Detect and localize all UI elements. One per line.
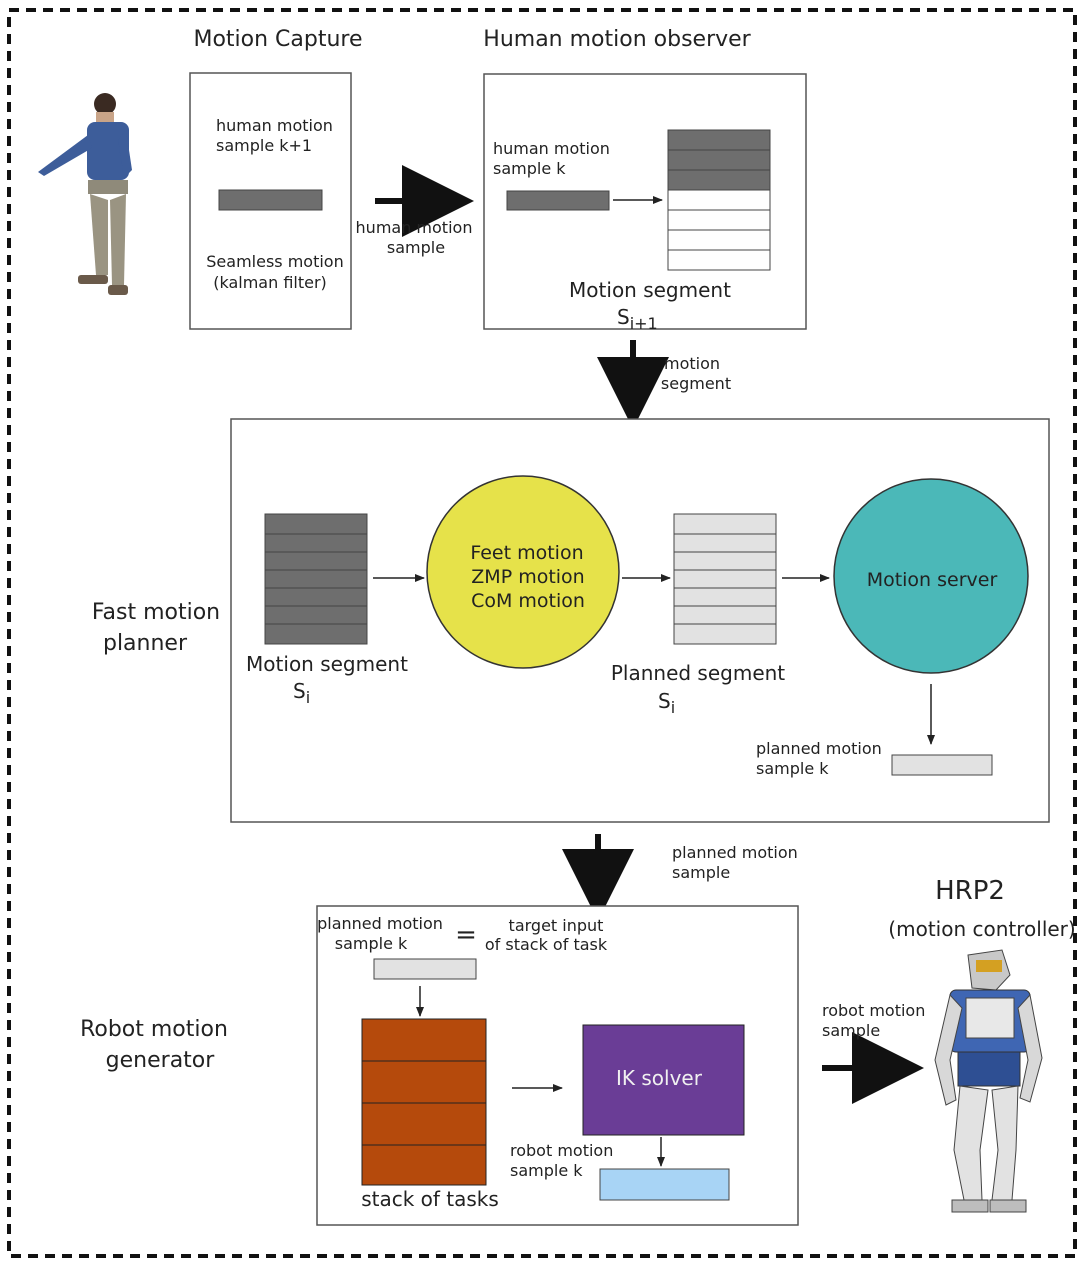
obs-sample-label-2: sample k <box>493 159 566 178</box>
arrow-planned-label-2: sample <box>672 863 730 882</box>
planner-output-stack <box>673 513 777 645</box>
planner-circle-line-2: ZMP motion <box>471 566 584 588</box>
generator-title-1: Robot motion <box>80 1017 228 1042</box>
planner-title-2: planner <box>103 631 188 656</box>
motion-capture-title: Motion Capture <box>193 27 362 52</box>
stack-of-tasks <box>361 1018 487 1186</box>
ik-solver-label: IK solver <box>616 1066 703 1090</box>
generator-title-2: generator <box>106 1048 216 1073</box>
obs-sample-bar <box>506 190 610 211</box>
observer-title: Human motion observer <box>483 27 751 52</box>
obs-segment-label: Motion segment <box>569 278 731 302</box>
mc-sample-label-1: human motion <box>216 116 333 135</box>
mc-filter-label-2: (kalman filter) <box>213 273 327 292</box>
stack-of-tasks-label: stack of tasks <box>361 1187 499 1211</box>
robot-subtitle: (motion controller) <box>888 917 1075 941</box>
obs-segment-stack <box>667 129 771 271</box>
planner-sample-label-2: sample k <box>756 759 829 778</box>
planner-title-1: Fast motion <box>92 600 220 625</box>
planner-circle-line-1: Feet motion <box>470 542 583 564</box>
mc-filter-label-1: Seamless motion <box>206 252 343 271</box>
planner-motion-circle <box>426 475 620 669</box>
gen-planned-label-2: sample k <box>335 934 408 953</box>
gen-planned-label-1: planned motion <box>317 914 443 933</box>
arrow-human-sample-label-1: human motion <box>356 218 473 237</box>
mc-sample-bar <box>218 189 323 211</box>
gen-planned-bar <box>373 958 477 980</box>
gen-robot-sample-bar <box>599 1168 730 1201</box>
arrow-planned-label-1: planned motion <box>672 843 798 862</box>
planner-output-symbol: Si <box>658 689 675 717</box>
arrow-human-sample-label-2: sample <box>387 238 445 257</box>
planner-circle-line-3: CoM motion <box>471 590 585 612</box>
planner-input-label: Motion segment <box>246 652 408 676</box>
obs-segment-symbol: Si+1 <box>617 305 658 333</box>
planner-input-symbol: Si <box>293 679 310 707</box>
gen-equals-sign: = <box>455 920 477 950</box>
robot-title: HRP2 <box>935 876 1005 906</box>
gen-target-label-1: target input <box>509 916 604 935</box>
obs-sample-label-1: human motion <box>493 139 610 158</box>
arrow-segment-label-2: segment <box>661 374 731 393</box>
ik-solver-box <box>582 1024 745 1136</box>
planner-output-label: Planned segment <box>611 661 785 685</box>
arrow-segment-label-1: motion <box>664 354 720 373</box>
motion-server-circle <box>833 478 1029 674</box>
mc-sample-label-2: sample k+1 <box>216 136 312 155</box>
arrow-robot-label-1: robot motion <box>822 1001 925 1020</box>
hrp2-robot-image <box>934 949 1043 1213</box>
gen-robot-sample-label-1: robot motion <box>510 1141 613 1160</box>
outer-dashed-frame <box>7 8 1077 1258</box>
human-figure-image <box>38 93 132 295</box>
arrow-robot-label-2: sample <box>822 1021 880 1040</box>
gen-robot-sample-label-2: sample k <box>510 1161 583 1180</box>
motion-server-label: Motion server <box>867 569 998 591</box>
gen-target-label-2: of stack of task <box>485 935 608 954</box>
planner-sample-bar <box>891 754 993 776</box>
planner-input-stack <box>264 513 368 645</box>
planner-sample-label-1: planned motion <box>756 739 882 758</box>
